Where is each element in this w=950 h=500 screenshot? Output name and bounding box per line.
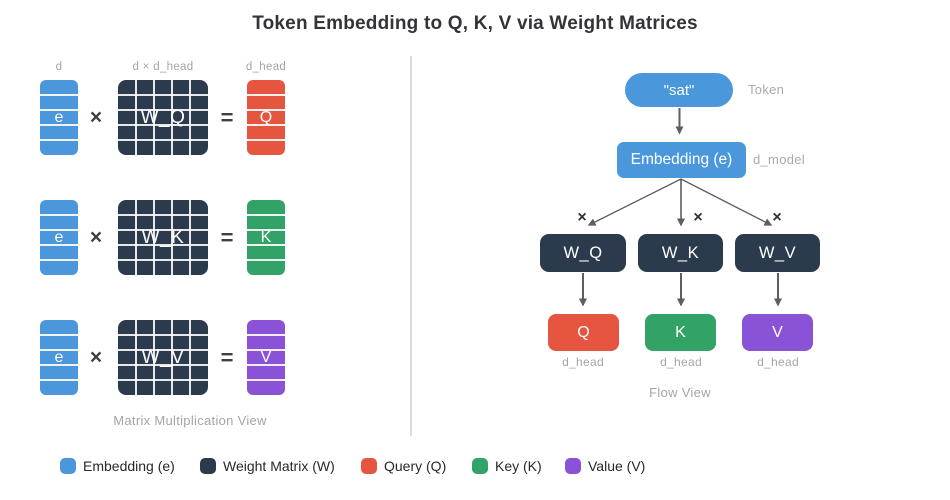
k-node: K [645, 314, 716, 351]
value-vector-label: V [260, 348, 272, 366]
legend-label: Value (V) [588, 458, 646, 474]
weight-matrix-label: W_K [141, 226, 185, 248]
multiply-operator: × [89, 106, 103, 129]
q-node: Q [548, 314, 619, 351]
query-vector-label: Q [259, 108, 273, 126]
dhead-annotation-k: d_head [660, 355, 702, 369]
q-node-label: Q [577, 323, 590, 341]
legend-item-query: Query (Q) [361, 457, 446, 475]
embedding-swatch [60, 458, 76, 474]
dim-label-d: d [55, 61, 63, 73]
equals-operator: = [220, 105, 234, 130]
panel-divider [410, 56, 412, 436]
multiply-operator: × [89, 226, 103, 249]
embedding-vector: e [40, 80, 78, 155]
multiply-symbol: × [693, 209, 703, 226]
equals-operator: = [220, 345, 234, 370]
query-swatch [361, 458, 377, 474]
weight-matrix-wk: W_K [118, 200, 208, 275]
weight-matrix-wv: W_V [118, 320, 208, 395]
equals-operator: = [220, 225, 234, 250]
token-node: "sat" [625, 73, 733, 107]
multiply-symbol: × [577, 209, 587, 226]
weight-matrix-label: W_Q [140, 106, 186, 128]
wv-node-label: W_V [758, 243, 797, 262]
legend-label: Query (Q) [384, 458, 447, 474]
legend-item-embedding: Embedding (e) [60, 457, 175, 475]
query-vector: Q [247, 80, 285, 155]
flow-view-caption: Flow View [649, 385, 711, 400]
legend-label: Embedding (e) [83, 458, 175, 474]
token-annotation: Token [748, 82, 785, 97]
dhead-annotation-v: d_head [757, 355, 799, 369]
legend-label: Weight Matrix (W) [223, 458, 335, 474]
token-node-label: "sat" [663, 81, 695, 99]
v-node-label: V [772, 323, 783, 341]
embedding-vector: e [40, 200, 78, 275]
key-vector: K [247, 200, 285, 275]
embedding-vector-label: e [54, 348, 64, 366]
matmul-row-q: e × W_Q = Q [30, 80, 310, 155]
matmul-row-v: e × W_V = V [30, 320, 310, 395]
arrow-embedding-to-wq [587, 178, 682, 226]
weight-matrix-wq: W_Q [118, 80, 208, 155]
wq-node: W_Q [540, 234, 626, 272]
v-node: V [742, 314, 813, 351]
embedding-node: Embedding (e) [617, 142, 746, 178]
weight-matrix-label: W_V [141, 346, 185, 368]
matmul-row-k: e × W_K = K [30, 200, 310, 275]
k-node-label: K [675, 323, 686, 341]
page-title: Token Embedding to Q, K, V via Weight Ma… [252, 13, 698, 34]
embedding-vector-label: e [54, 108, 64, 126]
matmul-view-caption: Matrix Multiplication View [113, 413, 267, 428]
key-swatch [472, 458, 488, 474]
multiply-symbol: × [772, 209, 782, 226]
legend-item-weight-matrix: Weight Matrix (W) [200, 457, 335, 475]
embedding-node-label: Embedding (e) [630, 151, 733, 168]
wv-node: W_V [735, 234, 820, 272]
wk-node: W_K [638, 234, 723, 272]
dim-label-dhead: d_head [245, 61, 287, 73]
value-swatch [565, 458, 581, 474]
weight-matrix-swatch [200, 458, 216, 474]
legend-item-key: Key (K) [472, 457, 542, 475]
wk-node-label: W_K [661, 243, 700, 262]
embedding-vector-label: e [54, 228, 64, 246]
wq-node-label: W_Q [563, 243, 603, 262]
dim-label-d-x-dhead: d × d_head [132, 61, 194, 73]
dmodel-annotation: d_model [753, 152, 805, 167]
multiply-operator: × [89, 346, 103, 369]
legend-label: Key (K) [495, 458, 542, 474]
embedding-vector: e [40, 320, 78, 395]
key-vector-label: K [260, 228, 272, 246]
value-vector: V [247, 320, 285, 395]
dhead-annotation-q: d_head [562, 355, 604, 369]
legend-item-value: Value (V) [565, 457, 645, 475]
